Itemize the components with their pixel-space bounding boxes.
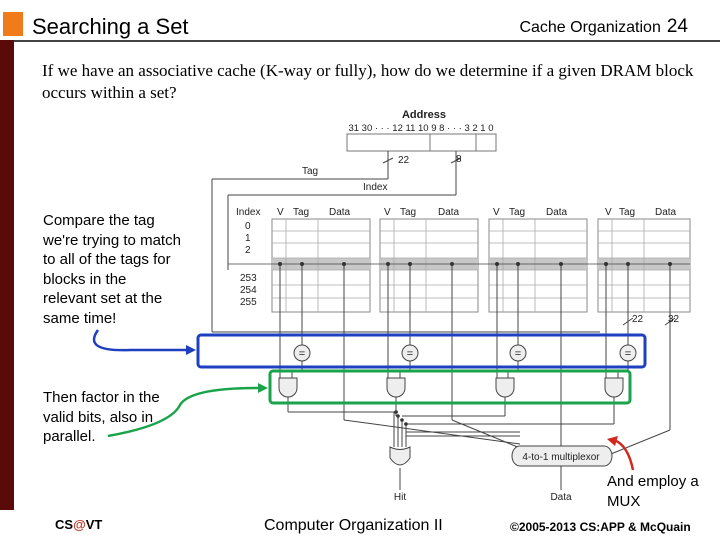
address-label: Address (402, 109, 446, 121)
footer-copyright: ©2005-2013 CS:APP & McQuain (510, 520, 691, 534)
footer-org-prefix: CS (55, 517, 74, 532)
way3-tag-header: Tag (509, 207, 525, 218)
mux-note: And employ a MUX (607, 473, 699, 510)
row-label-2: 2 (245, 245, 251, 256)
way4-tag-header: Tag (619, 207, 635, 218)
bus22-slash (622, 317, 634, 326)
row-label-254: 254 (240, 285, 257, 296)
comparators: = = = = (293, 344, 637, 362)
or-gate (389, 446, 411, 466)
compare-note: Compare the tag we're trying to match to… (43, 212, 181, 327)
tag-width-label: 22 (398, 155, 410, 166)
mux-label: 4-to-1 multiplexor (522, 452, 600, 463)
way2-tag-header: Tag (400, 207, 416, 218)
corner-accent (3, 12, 23, 36)
way3-data-header: Data (546, 207, 568, 218)
page-number: 24 (666, 16, 688, 37)
way3-v-header: V (493, 207, 500, 218)
way2-data-header: Data (438, 207, 460, 218)
bus32-label: 32 (668, 314, 680, 325)
valid-arrow (107, 386, 259, 438)
way1-data-header: Data (329, 207, 351, 218)
tag-bus-slash (382, 157, 394, 164)
data-out-label: Data (550, 492, 572, 503)
and-gate-2 (386, 377, 406, 398)
index-label: Index (363, 182, 387, 193)
row-label-0: 0 (245, 221, 251, 232)
and-gate-1 (278, 377, 298, 398)
bus32-slash (664, 317, 676, 326)
compare-highlight-box (196, 333, 647, 369)
and-gate-3 (495, 377, 515, 398)
footer-course: Computer Organization II (264, 517, 443, 534)
bus22-label: 22 (632, 314, 644, 325)
compare-arrow (92, 329, 186, 352)
wire-junctions (394, 410, 408, 426)
way4-v-header: V (605, 207, 612, 218)
slide-subtitle: Cache Organization 24 (519, 16, 688, 38)
multiplexor (511, 445, 613, 467)
comparator-2-symbol: = (407, 348, 413, 360)
left-accent-bar (0, 40, 14, 510)
comparator-4-symbol: = (625, 348, 631, 360)
way1-tag-header: Tag (293, 207, 309, 218)
bit-labels: 31 30 · · · 12 11 10 9 8 · · · 3 2 1 0 (348, 123, 493, 134)
index-width-label: 8 (456, 154, 462, 165)
way1-v-header: V (277, 207, 284, 218)
footer-org-suffix: VT (85, 517, 103, 532)
valid-arrowhead (258, 383, 268, 393)
row-label-255: 255 (240, 297, 257, 308)
footer-org: CS@VT (55, 517, 102, 532)
comparator-3-symbol: = (515, 348, 521, 360)
junction-dots (278, 262, 672, 266)
gate-output-wires (287, 397, 671, 457)
tag-label: Tag (302, 166, 318, 177)
footer-org-at: @ (73, 517, 86, 532)
mux-arrow (613, 438, 635, 471)
valid-highlight-box (268, 369, 632, 405)
question-text: If we have an associative cache (K-way o… (42, 61, 694, 102)
cache-way-4: V Tag Data (597, 207, 691, 313)
address-register (346, 133, 497, 152)
row-label-253: 253 (240, 273, 257, 284)
array-wires (279, 264, 671, 430)
subtitle-text: Cache Organization (519, 19, 661, 36)
title-rule (14, 40, 720, 42)
way4-data-header: Data (655, 207, 677, 218)
cache-way-2: V Tag Data (379, 207, 479, 313)
way2-v-header: V (384, 207, 391, 218)
row-label-1: 1 (245, 233, 251, 244)
valid-note: Then factor in the valid bits, also in p… (43, 389, 160, 445)
slide-title: Searching a Set (32, 14, 189, 39)
compare-arrowhead (186, 345, 196, 355)
hit-label: Hit (394, 492, 406, 503)
cache-way-1: V Tag Data (271, 207, 371, 313)
comparator-1-symbol: = (299, 348, 305, 360)
index-bus-slash (450, 157, 462, 164)
and-gates (278, 377, 624, 398)
cache-way-3: V Tag Data (488, 207, 588, 313)
index-column-header: Index (236, 207, 260, 218)
mux-arrowhead (607, 436, 618, 446)
and-gate-4 (604, 377, 624, 398)
